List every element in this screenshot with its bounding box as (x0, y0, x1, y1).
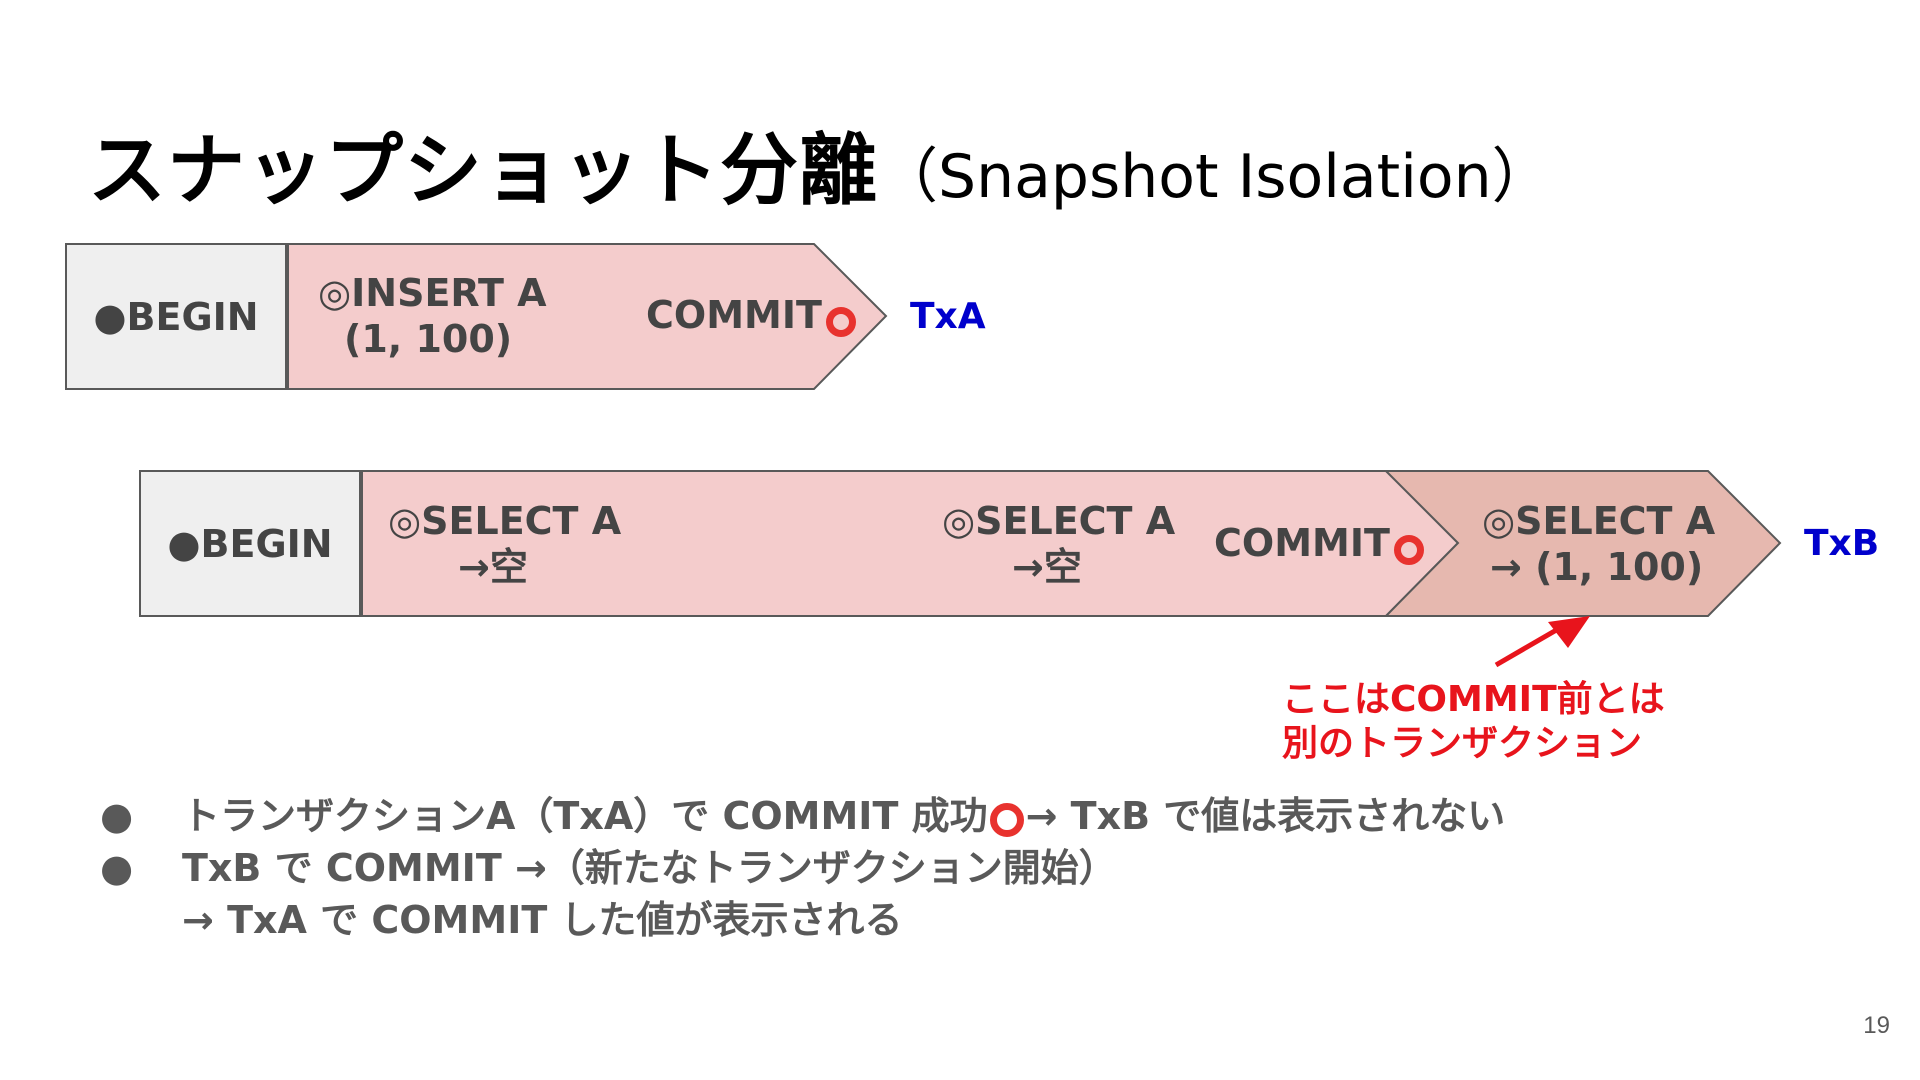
title-english: （Snapshot Isolation） (878, 142, 1552, 212)
bullet-dot: ● (100, 794, 134, 838)
txa-begin-box (65, 243, 287, 390)
txa-commit: COMMIT (646, 292, 856, 338)
bullet-2-line2: → TxA で COMMIT した値が表示される (182, 898, 903, 942)
annotation-note: ここはCOMMIT前とは 別のトランザクション (1282, 678, 1665, 766)
txb-select3-line1: ◎SELECT A (1482, 499, 1716, 543)
txb-select3-line2: → (1, 100) (1490, 545, 1704, 589)
txb-begin-label: ●BEGIN (167, 522, 333, 566)
title-japanese: スナップショット分離 (88, 126, 879, 216)
slide-title: スナップショット分離（Snapshot Isolation） (88, 108, 1552, 220)
bullet-list: ● トランザクションA（TxA）で COMMIT 成功 → TxB で値は表示され… (100, 790, 1505, 946)
bullet-dot: ● (100, 846, 134, 890)
txb-label: TxB (1804, 523, 1880, 564)
bullet-1-part1: トランザクションA（TxA）で COMMIT 成功 (182, 794, 988, 838)
txa-label: TxA (910, 296, 986, 337)
txa-insert-line2: (1, 100) (344, 317, 513, 361)
txb-select1-line1: ◎SELECT A (388, 499, 622, 543)
txa-begin-label: ●BEGIN (93, 295, 259, 339)
bullet-item-2: ● TxB で COMMIT →（新たなトランザクション開始） (100, 842, 1505, 894)
txb-begin-box (139, 470, 361, 617)
annotation-arrow-head (1548, 616, 1590, 648)
txa-arrow-body (287, 243, 888, 390)
txb-post-commit-arrow (1383, 470, 1782, 617)
annotation-arrow-line (1494, 622, 1567, 668)
commit-success-icon (989, 803, 1024, 837)
commit-success-icon (825, 307, 856, 337)
txa-insert-line1: ◎INSERT A (318, 271, 547, 315)
txb-commit-label: COMMIT (1214, 521, 1390, 565)
txb-commit: COMMIT (1214, 520, 1424, 566)
bullet-item-2-continuation: → TxA で COMMIT した値が表示される (100, 894, 1505, 946)
txa-commit-label: COMMIT (646, 293, 822, 337)
bullet-1-text: トランザクションA（TxA）で COMMIT 成功 → TxB で値は表示されない (182, 790, 1505, 842)
txb-select1-line2: →空 (458, 545, 528, 589)
bullet-2-line1: TxB で COMMIT →（新たなトランザクション開始） (182, 846, 1117, 890)
bullet-1-part2: → TxB で値は表示されない (1025, 794, 1506, 838)
commit-success-icon (1393, 535, 1424, 565)
annotation-line1: ここはCOMMIT前とは (1282, 679, 1665, 720)
bullet-item-1: ● トランザクションA（TxA）で COMMIT 成功 → TxB で値は表示され… (100, 790, 1505, 842)
txb-select2-line1: ◎SELECT A (942, 499, 1176, 543)
txb-select2-line2: →空 (1012, 545, 1082, 589)
annotation-line2: 別のトランザクション (1282, 723, 1643, 764)
page-number: 19 (1863, 1012, 1890, 1039)
